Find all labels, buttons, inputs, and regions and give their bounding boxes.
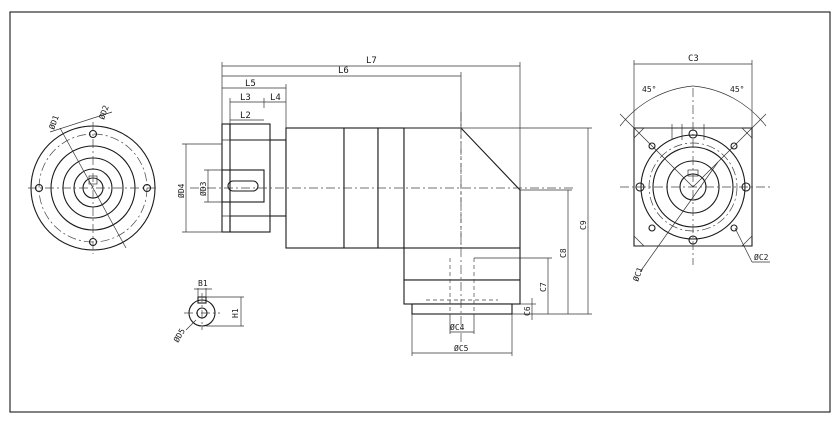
label-l3: L3 (240, 93, 251, 103)
label-d3: ØD3 (198, 181, 208, 196)
label-b1: B1 (198, 279, 208, 288)
dimension-lines-left (182, 143, 222, 233)
label-d4: ØD4 (176, 183, 186, 198)
shaft-section-view (184, 288, 244, 331)
label-c9: C9 (579, 220, 588, 230)
label-h1: H1 (231, 308, 240, 318)
label-d5: ØD5 (171, 326, 187, 344)
label-c5: ØC5 (454, 343, 469, 353)
label-c7: C7 (539, 282, 548, 292)
label-c8: C8 (559, 248, 568, 258)
label-d1: ØD1 (46, 114, 60, 131)
label-angle-left: 45° (642, 85, 656, 94)
drawing-border (9, 11, 831, 413)
label-l2: L2 (240, 111, 251, 121)
label-c1: ØC1 (630, 266, 644, 283)
label-c6: C6 (523, 306, 532, 316)
label-angle-right: 45° (730, 85, 744, 94)
label-l5: L5 (245, 79, 256, 89)
label-c2: ØC2 (754, 252, 769, 262)
dimension-lines-bottom (411, 314, 513, 356)
label-d2: ØD2 (96, 104, 110, 121)
output-flange-view (619, 60, 770, 273)
label-c4: ØC4 (450, 322, 465, 332)
label-l7: L7 (366, 56, 377, 66)
label-l4: L4 (270, 93, 281, 103)
gearbox-side-view (190, 112, 575, 345)
dimension-lines-right (461, 127, 592, 320)
label-l6: L6 (338, 66, 349, 76)
label-c3: C3 (688, 54, 699, 64)
input-flange-view (28, 111, 158, 254)
dimension-lines-top (221, 62, 521, 190)
